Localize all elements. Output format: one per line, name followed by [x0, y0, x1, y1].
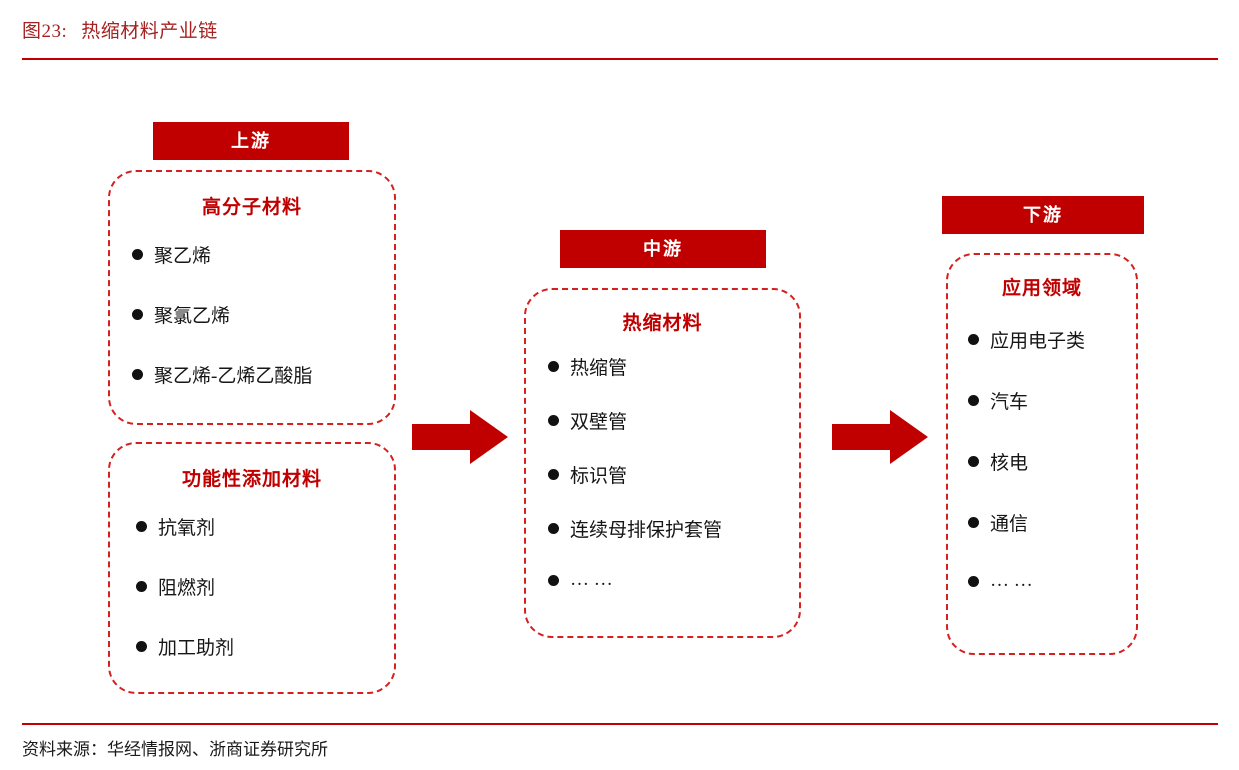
list-item: 聚氯乙烯: [132, 301, 394, 328]
figure-number: 图23:: [22, 21, 68, 42]
list-item: 核电: [968, 448, 1136, 475]
group-item-list: 抗氧剂 阻燃剂 加工助剂: [136, 513, 394, 660]
bullet-icon: [136, 521, 147, 532]
list-item-label: 标识管: [570, 466, 628, 487]
bullet-icon: [136, 581, 147, 592]
bullet-icon: [548, 469, 559, 480]
group-title: 热缩材料: [622, 313, 703, 334]
bullet-icon: [548, 574, 559, 586]
source-note: 资料来源：华经情报网、浙商证券研究所: [22, 740, 328, 759]
bullet-icon: [548, 361, 559, 372]
list-item: 加工助剂: [136, 633, 394, 660]
group-title: 功能性添加材料: [181, 469, 322, 490]
list-item: 标识管: [548, 461, 799, 488]
list-item: 通信: [968, 509, 1136, 536]
list-item: … …: [548, 569, 799, 591]
bullet-icon: [968, 456, 979, 467]
list-item-label: 聚乙烯: [154, 246, 212, 267]
stage-header-midstream: 中游: [560, 230, 766, 268]
flow-arrow-midstream-to-downstream: [832, 408, 928, 466]
bullet-icon: [132, 369, 143, 380]
list-item-label: 抗氧剂: [158, 518, 216, 539]
flow-arrow-upstream-to-midstream: [412, 408, 508, 466]
group-box-functional-additives: 功能性添加材料 抗氧剂 阻燃剂 加工助剂: [108, 442, 396, 694]
list-item-label: 热缩管: [570, 358, 628, 379]
list-item-label: 应用电子类: [990, 331, 1086, 352]
title-divider: [22, 58, 1218, 60]
list-item: … …: [968, 570, 1136, 592]
group-box-heat-shrink-materials: 热缩材料 热缩管 双壁管 标识管 连续母排保护套管 … …: [524, 288, 801, 638]
list-item: 连续母排保护套管: [548, 515, 799, 542]
bullet-icon: [548, 523, 559, 534]
list-item: 汽车: [968, 387, 1136, 414]
stage-header-upstream: 上游: [153, 122, 349, 160]
list-item: 聚乙烯: [132, 241, 394, 268]
list-item: 热缩管: [548, 353, 799, 380]
bullet-icon: [968, 575, 979, 587]
group-title: 应用领域: [1001, 278, 1082, 299]
figure-caption: 图23: 热缩材料产业链: [22, 16, 218, 43]
stage-header-downstream: 下游: [942, 196, 1144, 234]
list-item: 应用电子类: [968, 326, 1136, 353]
list-item-label: 连续母排保护套管: [570, 520, 723, 541]
list-item-label: 双壁管: [570, 412, 628, 433]
page-title: 热缩材料产业链: [81, 21, 218, 42]
list-item-label: 阻燃剂: [158, 578, 216, 599]
bullet-icon: [968, 395, 979, 406]
group-item-list: 聚乙烯 聚氯乙烯 聚乙烯-乙烯乙酸脂: [132, 241, 394, 388]
list-item-label: 聚乙烯-乙烯乙酸脂: [154, 366, 313, 387]
list-item: 阻燃剂: [136, 573, 394, 600]
list-item-label: 核电: [990, 453, 1029, 474]
bullet-icon: [548, 415, 559, 426]
group-box-polymer-materials: 高分子材料 聚乙烯 聚氯乙烯 聚乙烯-乙烯乙酸脂: [108, 170, 396, 425]
list-item: 聚乙烯-乙烯乙酸脂: [132, 361, 394, 388]
footer-divider: [22, 723, 1218, 725]
group-title: 高分子材料: [201, 197, 302, 218]
group-item-list: 热缩管 双壁管 标识管 连续母排保护套管 … …: [548, 353, 799, 591]
bullet-icon: [132, 249, 143, 260]
bullet-icon: [968, 334, 979, 345]
group-box-application-fields: 应用领域 应用电子类 汽车 核电 通信 … …: [946, 253, 1138, 655]
list-item-label: 聚氯乙烯: [154, 306, 231, 327]
industry-chain-diagram: 上游 中游 下游 高分子材料 聚乙烯 聚氯乙烯 聚乙烯-乙烯乙酸脂 功能性添加材…: [0, 60, 1239, 720]
bullet-icon: [132, 309, 143, 320]
list-item: 双壁管: [548, 407, 799, 434]
group-item-list: 应用电子类 汽车 核电 通信 … …: [968, 326, 1136, 592]
list-item-label: 加工助剂: [158, 638, 235, 659]
bullet-icon: [136, 641, 147, 652]
list-item-label: 通信: [990, 514, 1029, 535]
list-item-label: … …: [990, 570, 1033, 591]
list-item-label: … …: [570, 569, 613, 590]
list-item: 抗氧剂: [136, 513, 394, 540]
list-item-label: 汽车: [990, 392, 1029, 413]
bullet-icon: [968, 517, 979, 528]
